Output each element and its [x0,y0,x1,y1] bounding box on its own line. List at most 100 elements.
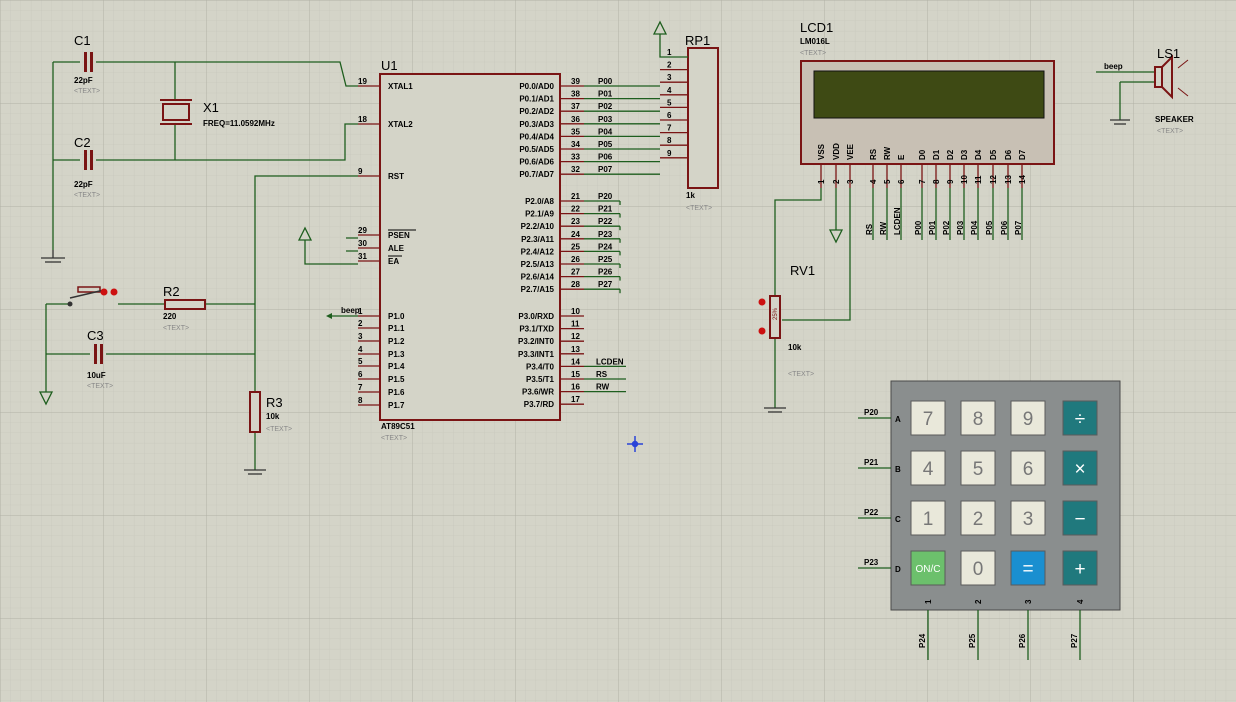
u1-pin-name: P0.7/AD7 [519,170,554,179]
u1-net-label: P05 [598,140,613,149]
speaker-ls1[interactable]: beep LS1 SPEAKER <TEXT> [1096,46,1194,135]
r2-text: <TEXT> [163,325,189,332]
u1-pin-name: P2.4/A12 [521,247,555,256]
keypad-row-letter: D [895,565,901,574]
keypad-key-label: 0 [973,559,984,580]
u1-pin-number: 12 [571,332,580,341]
keypad-key[interactable]: 8 [960,400,996,436]
capacitor-c2[interactable]: C2 22pF <TEXT> [74,135,100,199]
keypad-key-label: × [1074,459,1085,480]
u1-pin-name: P1.2 [388,337,405,346]
lcd-pin-name: RS [869,148,878,160]
lcd-net-label: P04 [970,220,979,235]
lcd-pin-name: D2 [946,149,955,160]
u1-pin-name: P3.0/RXD [518,312,554,321]
u1-pin-number: 31 [358,252,367,261]
u1-pin-number: 10 [571,307,580,316]
lcd-net-label: P03 [956,220,965,235]
keypad-col-number: 3 [1024,599,1033,604]
u1-pin-name: PSEN [388,231,410,240]
keypad-key[interactable]: 5 [960,450,996,486]
keypad-key-label: 6 [1023,459,1034,480]
keypad-key[interactable]: 4 [910,450,946,486]
potentiometer-rv1[interactable]: 25% RV1 10k <TEXT> [758,188,851,413]
lcd-pin-number: 8 [932,179,941,184]
rp1-pin-number: 6 [667,111,672,120]
u1-pin-number: 25 [571,242,580,251]
lcd-pin-name: D3 [960,149,969,160]
u1-pin-number: 35 [571,127,580,136]
rv1-pct: 25% [773,307,779,320]
reset-pushbutton[interactable] [67,286,118,307]
keypad-key[interactable]: 2 [960,500,996,536]
u1-right-pins: 39P0.0/AD0P0038P0.1/AD1P0137P0.2/AD2P023… [518,77,660,409]
keypad-row-letter: C [895,515,901,524]
c1-ref: C1 [74,33,91,48]
r3-value: 10k [266,412,280,421]
u1-net-label: P02 [598,102,613,111]
c3-value: 10uF [87,371,106,380]
keypad-key[interactable]: − [1062,500,1098,536]
u1-net-label: P20 [598,192,613,201]
resistor-r2[interactable]: R2 220 <TEXT> [163,284,206,332]
keypad-key[interactable]: = [1010,550,1046,586]
lcd-pin-number: 11 [974,175,983,184]
ls1-text: <TEXT> [1157,128,1183,135]
keypad-col-number: 2 [974,599,983,604]
lcd-lm016l[interactable]: LCD1 LM016L <TEXT> VSS1VDD2VEE3RS4RSRW5R… [800,20,1055,240]
u1-net-label: LCDEN [596,357,624,366]
keypad-key[interactable]: + [1062,550,1098,586]
u1-ref: U1 [381,58,398,73]
capacitor-c3[interactable]: C3 10uF <TEXT> [87,328,113,390]
keypad-row-letter: A [895,415,901,424]
u1-pin-name: ALE [388,244,405,253]
keypad-key[interactable]: 3 [1010,500,1046,536]
keypad-key[interactable]: 7 [910,400,946,436]
u1-pin-name: P2.2/A10 [521,222,555,231]
keypad-key[interactable]: 1 [910,500,946,536]
u1-pin-name: P0.6/AD6 [519,158,554,167]
lcd-pin-number: 1 [817,179,826,184]
keypad-key[interactable]: ÷ [1062,400,1098,436]
u1-pin-number: 8 [358,396,363,405]
c1-value: 22pF [74,76,93,85]
u1-pin-name: XTAL2 [388,120,413,129]
u1-pin-number: 14 [571,357,580,366]
mcu-u1[interactable]: U1 AT89C51 <TEXT> 19XTAL118XTAL29RST29PS… [358,58,660,442]
capacitor-c1[interactable]: C1 22pF <TEXT> [74,33,100,95]
keypad-key[interactable]: × [1062,450,1098,486]
keypad-key[interactable]: 0 [960,550,996,586]
u1-pin-name: P1.3 [388,350,405,359]
keypad-col-net: P24 [918,633,927,648]
u1-pin-name: P0.3/AD3 [519,120,554,129]
keypad-col-number: 4 [1076,599,1085,604]
u1-left-pins: 19XTAL118XTAL29RST29PSEN30ALE31EA1P1.02P… [358,77,416,410]
lcd-pins: VSS1VDD2VEE3RS4RSRW5RWE6LCDEND07P00D18P0… [817,143,1027,240]
crystal-x1[interactable]: X1 FREQ=11.0592MHz [160,99,275,128]
u1-pin-number: 15 [571,370,580,379]
u1-pin-number: 33 [571,153,580,162]
lcd-pin-name: D0 [918,149,927,160]
u1-pin-number: 17 [571,395,580,404]
lcd-pin-name: E [897,154,906,160]
ground-c3-triangle [38,391,54,406]
resistor-r3[interactable]: R3 10k <TEXT> [249,391,292,433]
u1-pin-number: 24 [571,230,580,239]
u1-pin-number: 9 [358,167,363,176]
cursor-crosshair [627,436,643,452]
u1-pin-name: P3.6/WR [522,388,554,397]
u1-pin-name: P3.3/INT1 [518,350,555,359]
u1-text: <TEXT> [381,435,407,442]
keypad-key[interactable]: 9 [1010,400,1046,436]
u1-pin-number: 28 [571,280,580,289]
keypad-key-label: − [1074,509,1085,530]
u1-pin-name: P1.7 [388,401,405,410]
lcd-pin-name: D6 [1004,149,1013,160]
keypad-key[interactable]: 6 [1010,450,1046,486]
keypad-key[interactable]: ON/C [910,550,946,586]
rp1-pin-number: 2 [667,61,672,70]
u1-pin-name: P1.4 [388,362,405,371]
